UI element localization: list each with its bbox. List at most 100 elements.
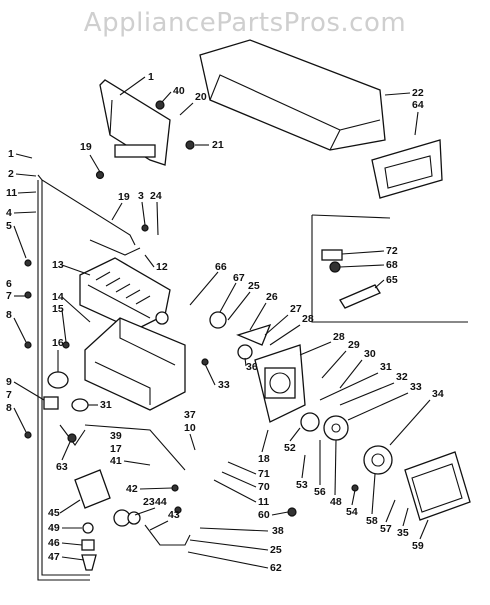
motor-60 — [363, 445, 393, 475]
callout-7b: 7 — [6, 389, 12, 401]
gear-36 — [323, 415, 349, 441]
callout-4: 4 — [6, 207, 12, 219]
callout-26: 67 — [233, 272, 245, 284]
callout-64: 21 — [212, 139, 224, 151]
callout-59: 54 — [346, 506, 358, 518]
callout-12: 12 — [156, 261, 168, 273]
callout-14: 14 — [52, 291, 64, 303]
callout-42: 10 — [184, 422, 196, 434]
callout-20: 1 — [148, 71, 154, 83]
callout-68: 64 — [412, 99, 424, 111]
callout-35: 48 — [330, 496, 342, 508]
callout-33: 30 — [364, 348, 376, 360]
callout-39: 36 — [246, 361, 258, 373]
callout-8: 8 — [6, 309, 12, 321]
callout-41: 37 — [184, 409, 196, 421]
callout-70: 46 — [48, 537, 60, 549]
callout-25: 66 — [215, 261, 227, 273]
callout-48: 11 — [258, 496, 269, 508]
callout-34: 31 — [380, 361, 392, 373]
callout-47: 43 — [168, 509, 180, 521]
cam-39 — [237, 344, 253, 360]
callout-27: 25 — [248, 280, 260, 292]
callout-36: 33 — [410, 381, 422, 393]
callout-52: 18 — [258, 453, 270, 465]
callout-43: 41 — [110, 455, 122, 467]
callout-9: 9 — [6, 376, 12, 388]
callout-21: 40 — [173, 85, 185, 97]
callout-15: 15 — [52, 303, 64, 315]
callout-71: 49 — [48, 522, 60, 534]
callout-8b: 8 — [6, 402, 12, 414]
callout-50: 25 — [270, 544, 282, 556]
watermark: AppliancePartsPros.com — [83, 8, 407, 38]
callout-24: 24 — [150, 190, 162, 202]
callout-18: 45 — [48, 507, 60, 519]
nut-40 — [95, 170, 105, 180]
callout-1: 1 — [8, 148, 14, 160]
callout-17: 31 — [100, 399, 112, 411]
callout-22: 20 — [195, 91, 207, 103]
callout-3: 3 — [138, 190, 144, 202]
drive-housing — [254, 344, 306, 423]
callout-31: 28 — [333, 331, 345, 343]
callout-66: 68 — [386, 259, 398, 271]
mounting-bracket — [99, 79, 171, 166]
callout-58: 53 — [296, 479, 308, 491]
callout-49: 23 — [143, 496, 155, 508]
fill-tube-assembly — [37, 174, 141, 581]
callout-28: 26 — [266, 291, 278, 303]
callout-10: 33 — [218, 379, 230, 391]
callout-57: 56 — [314, 486, 326, 498]
mold-housing — [84, 317, 186, 411]
callout-13: 13 — [52, 259, 64, 271]
callout-5: 5 — [6, 220, 12, 232]
callout-19: 19 — [118, 191, 130, 203]
callout-67: 65 — [386, 274, 398, 286]
callout-6: 6 — [6, 278, 12, 290]
callout-56: 70 — [258, 481, 270, 493]
callout-23: 39 — [110, 430, 122, 442]
callout-69: 60 — [258, 509, 270, 521]
bearing-16 — [47, 371, 69, 389]
callout-25b: 35 — [397, 527, 409, 539]
callout-29: 27 — [290, 303, 302, 315]
ice-mold — [79, 257, 171, 331]
callout-11b: 47 — [48, 551, 60, 563]
callout-63: 63 — [56, 461, 68, 473]
callout-7: 7 — [6, 290, 12, 302]
callout-53: 71 — [258, 468, 270, 480]
nut-21 — [155, 100, 165, 110]
callout-32: 29 — [348, 339, 360, 351]
valve-inset — [311, 214, 468, 323]
callout-38: 57 — [380, 523, 392, 535]
callout-33b: 32 — [396, 371, 408, 383]
cover-62 — [404, 451, 471, 521]
callout-54: 52 — [284, 442, 296, 454]
callout-37: 34 — [432, 388, 444, 400]
screws — [24, 224, 359, 517]
callout-60: 58 — [366, 515, 378, 527]
nut-64 — [185, 140, 195, 150]
callout-40: 19 — [80, 141, 92, 153]
callout-11: 11 — [6, 187, 17, 199]
callout-16: 16 — [52, 337, 64, 349]
callout-62: 59 — [412, 540, 424, 552]
callout-44: 17 — [110, 443, 122, 455]
callout-65: 72 — [386, 245, 398, 257]
fill-cup-47 — [113, 509, 191, 546]
water-valve-18 — [74, 469, 111, 571]
ice-bucket — [199, 39, 386, 151]
callout-labels: 1 40 20 21 22 64 19 1 2 11 4 5 6 — [6, 71, 444, 574]
gear-27 — [209, 311, 227, 329]
callout-2: 2 — [8, 168, 14, 180]
callout-30: 28 — [302, 313, 314, 325]
bucket-front-cover — [371, 139, 443, 199]
bearing-17 — [71, 398, 89, 412]
callout-46: 44 — [155, 496, 167, 508]
callout-72: 22 — [412, 87, 424, 99]
clip-9 — [43, 396, 59, 410]
callout-51: 62 — [270, 562, 282, 574]
switch-54 — [300, 412, 320, 432]
